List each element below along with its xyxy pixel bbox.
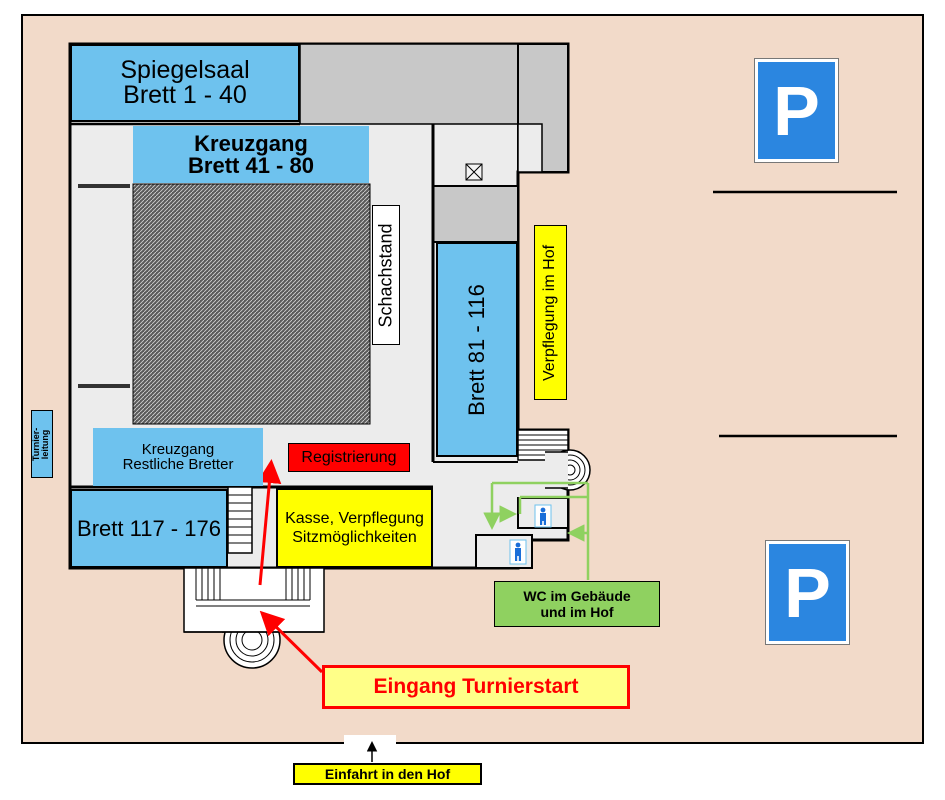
turnierleitung-line2: leitung	[41, 429, 51, 459]
inner-courtyard	[132, 183, 371, 425]
einfahrt-label: Einfahrt in den Hof	[293, 763, 482, 785]
eingang-label: Eingang Turnierstart	[322, 665, 630, 709]
eingang-text: Eingang Turnierstart	[373, 675, 579, 698]
verpflegung-hof-label: Verpflegung im Hof	[534, 225, 567, 400]
verpflegung-hof-text: Verpflegung im Hof	[541, 244, 559, 381]
stairs-icon	[227, 486, 253, 554]
restroom-icon	[509, 539, 527, 565]
schachstand-label: Schachstand	[372, 205, 400, 345]
window-marker	[78, 384, 130, 388]
hall-brett-117: Brett 117 - 176	[70, 489, 228, 568]
registrierung-text: Registrierung	[301, 448, 397, 466]
hall-kreuzgang: Kreuzgang Brett 41 - 80	[133, 126, 369, 183]
gray-room	[432, 185, 519, 243]
spiral-stairs-icon	[545, 449, 591, 491]
service-wing-notch	[517, 123, 543, 173]
parking-sign-icon: P	[765, 540, 850, 645]
parking-symbol: P	[773, 71, 820, 150]
hall-kreuzgang-rest: Kreuzgang Restliche Bretter	[93, 428, 263, 486]
einfahrt-text: Einfahrt in den Hof	[324, 766, 451, 782]
hall-brett-117-text: Brett 117 - 176	[77, 515, 221, 541]
arrow-icon	[257, 459, 282, 586]
hall-brett-81: Brett 81 - 116	[436, 242, 518, 457]
wc-line1: WC im Gebäude	[523, 587, 631, 604]
restroom-icon	[534, 504, 552, 528]
kasse-label: Kasse, Verpflegung Sitzmöglichkeiten	[276, 488, 433, 568]
hall-brett-81-text: Brett 81 - 116	[464, 283, 490, 416]
hall-spiegelsaal: Spiegelsaal Brett 1 - 40	[70, 44, 300, 122]
wc-line2: und im Hof	[540, 604, 614, 620]
kasse-line1: Kasse, Verpflegung	[285, 509, 424, 527]
hall-kreuzgang-rest-title: Kreuzgang	[141, 441, 215, 458]
service-wing	[299, 43, 519, 125]
turnierleitung-label: Turnier- leitung	[31, 410, 53, 478]
hall-kreuzgang-rest-boards: Restliche Bretter	[122, 456, 234, 473]
wc-label: WC im Gebäude und im Hof	[494, 581, 660, 627]
registrierung-label: Registrierung	[288, 443, 410, 472]
kasse-line2: Sitzmöglichkeiten	[292, 529, 417, 546]
parking-symbol: P	[784, 553, 831, 632]
window-marker	[78, 184, 130, 188]
entrance-gap	[344, 735, 396, 747]
hall-kreuzgang-boards: Brett 41 - 80	[188, 152, 314, 178]
arrow-icon	[259, 610, 324, 674]
wc-guidance-lines	[483, 481, 590, 580]
schachstand-text: Schachstand	[375, 222, 396, 328]
hall-spiegelsaal-title: Spiegelsaal	[120, 56, 250, 84]
hall-spiegelsaal-boards: Brett 1 - 40	[123, 81, 247, 109]
hall-kreuzgang-title: Kreuzgang	[194, 130, 308, 156]
parking-sign-icon: P	[754, 58, 839, 163]
